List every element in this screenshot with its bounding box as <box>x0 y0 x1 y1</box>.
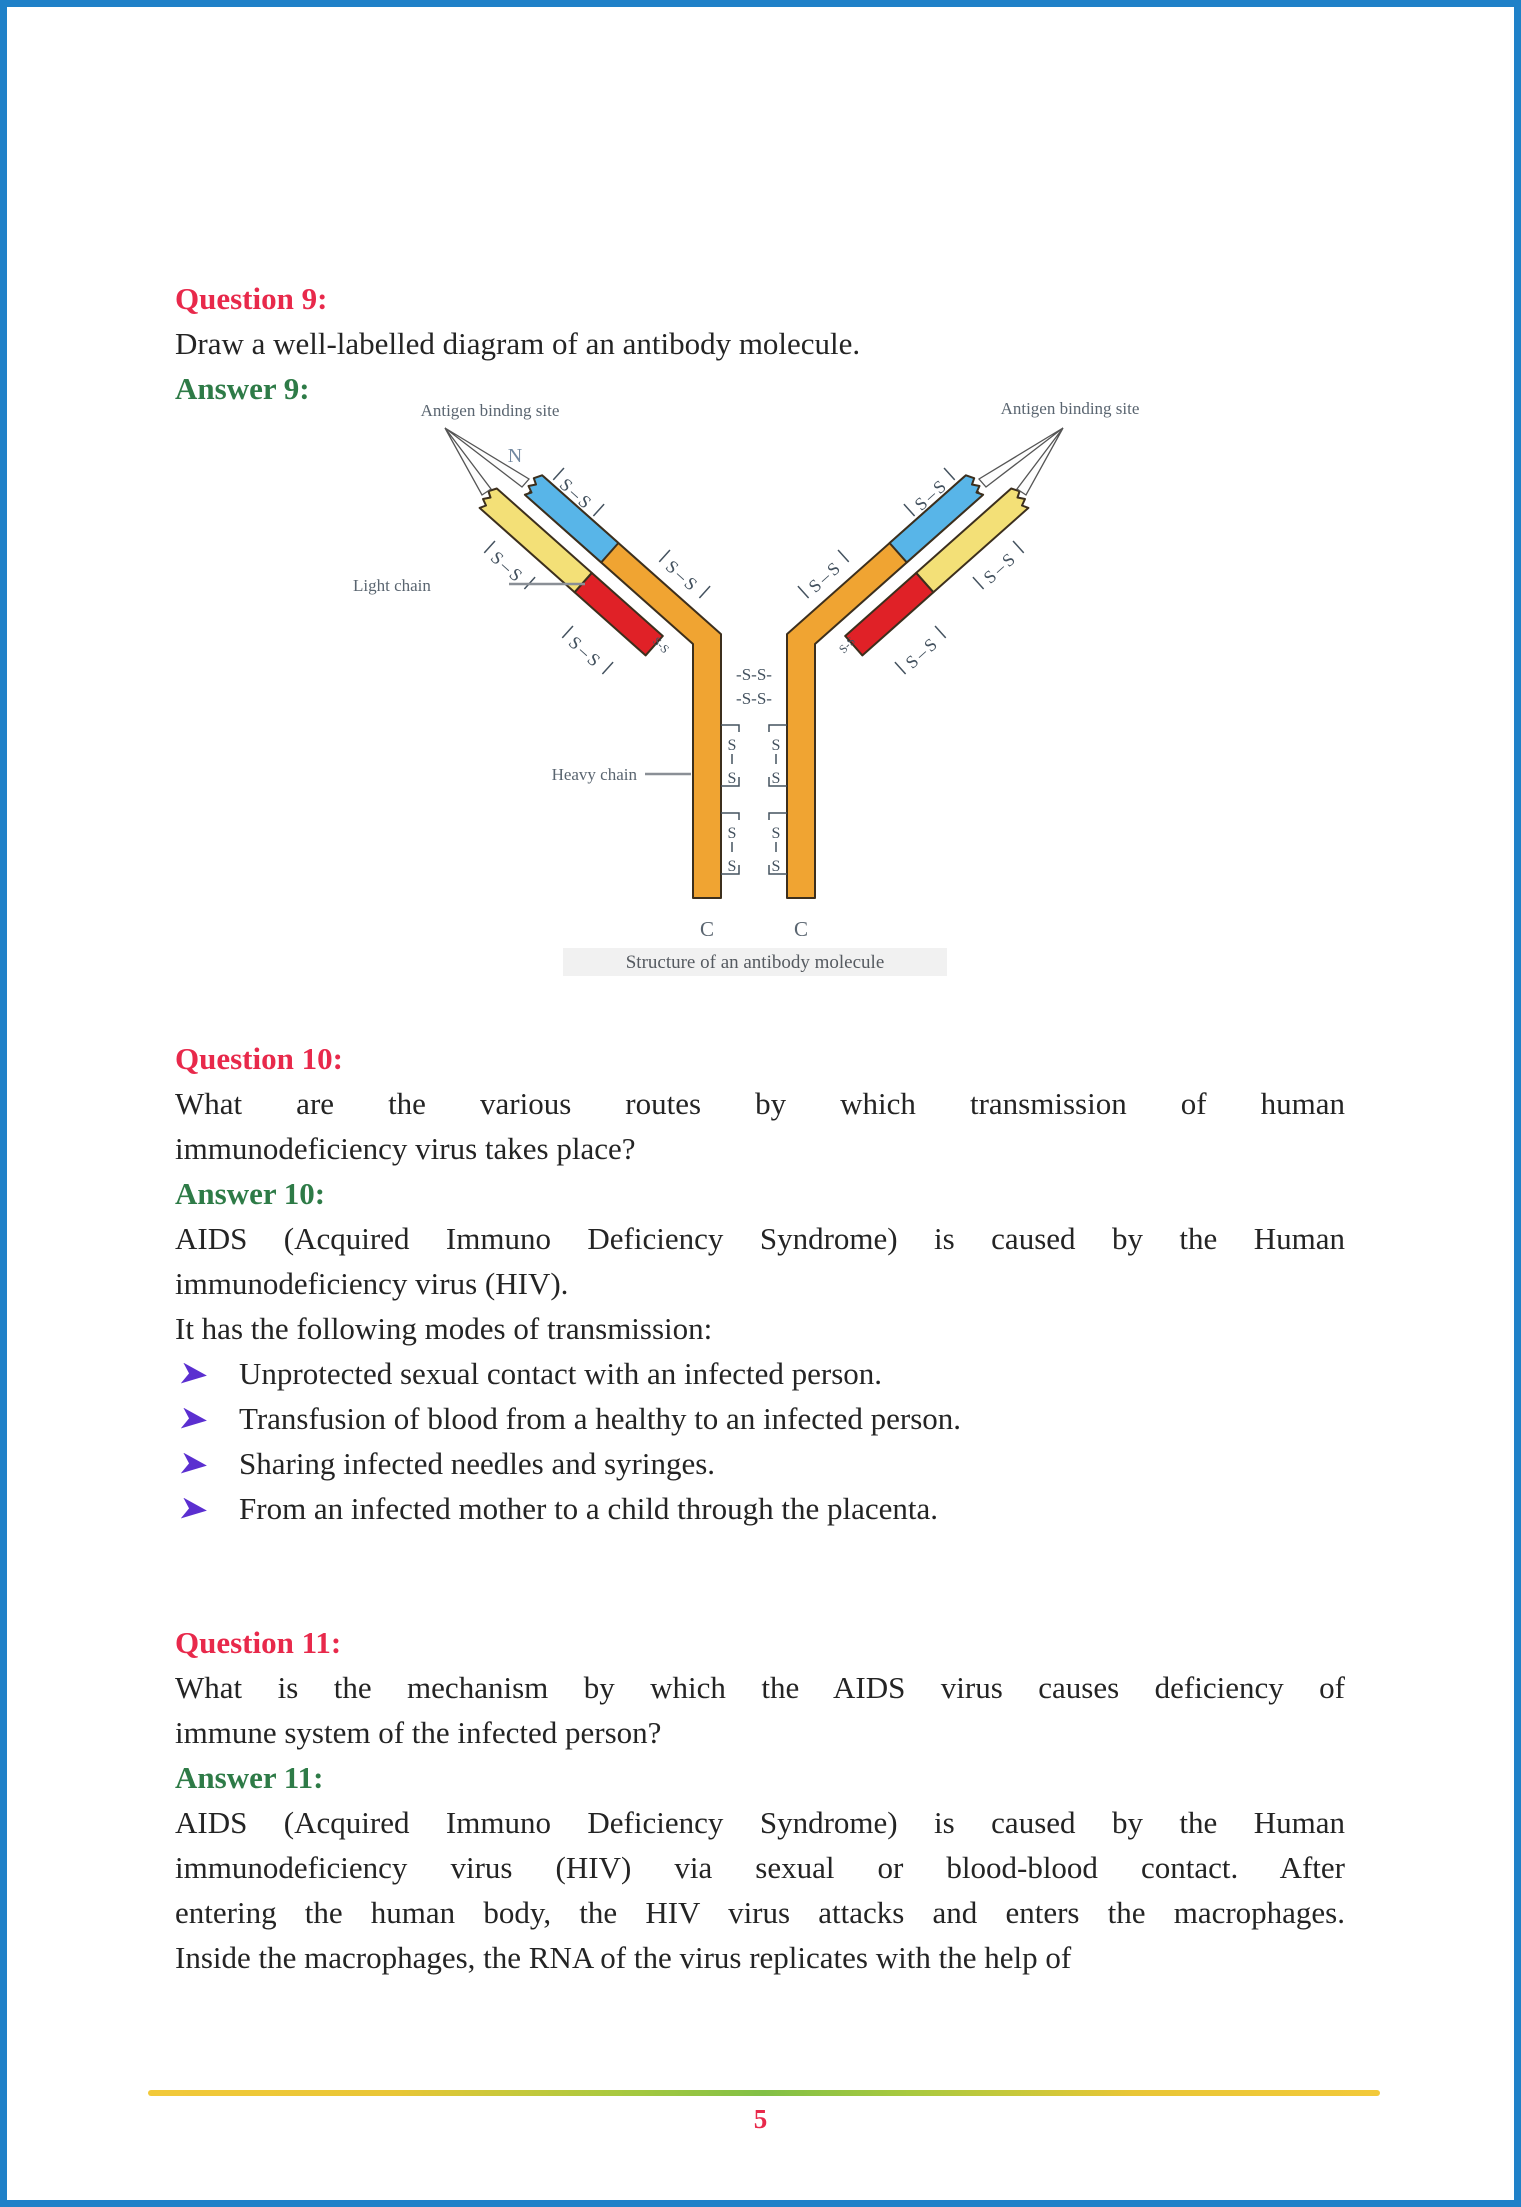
question-11-line: What is the mechanism by which the AIDS … <box>175 1670 1345 1705</box>
answer-10-label: Answer 10: <box>175 1176 326 1211</box>
answer-11-line: entering the human body, the HIV virus a… <box>175 1895 1345 1930</box>
answer-11-label: Answer 11: <box>175 1760 324 1795</box>
question-10-section: Question 10: What are the various routes… <box>175 1036 1345 1531</box>
svg-text:S–S: S–S <box>902 632 944 672</box>
question-9-section: Question 9: Draw a well-labelled diagram… <box>175 276 1345 411</box>
svg-text:S: S <box>728 825 737 842</box>
question-11-section: Question 11: What is the mechanism by wh… <box>175 1620 1345 1980</box>
bullet-text: Transfusion of blood from a healthy to a… <box>239 1401 962 1436</box>
svg-text:S: S <box>772 825 781 842</box>
light-chain-label: Light chain <box>353 576 431 595</box>
c-terminus-label-left: C <box>700 917 714 941</box>
list-item: From an infected mother to a child throu… <box>175 1486 1345 1531</box>
svg-text:S: S <box>772 737 781 754</box>
svg-text:S: S <box>728 770 737 787</box>
bullet-text: From an infected mother to a child throu… <box>239 1491 938 1526</box>
svg-text:S: S <box>728 737 737 754</box>
bullet-text: Sharing infected needles and syringes. <box>239 1446 716 1481</box>
bullet-arrow-icon <box>175 1488 239 1533</box>
answer-10-line: immunodeficiency virus (HIV). <box>175 1266 569 1301</box>
heavy-chain-variable-region <box>523 474 620 564</box>
hinge-bond: -S-S- <box>736 689 772 708</box>
question-10-label: Question 10: <box>175 1041 343 1076</box>
bullet-arrow-icon <box>175 1353 239 1398</box>
bullet-arrow-icon <box>175 1443 239 1488</box>
question-10-line: immunodeficiency virus takes place? <box>175 1131 636 1166</box>
antigen-binding-site-label-right: Antigen binding site <box>1001 399 1140 418</box>
svg-text:S: S <box>728 858 737 875</box>
light-chain-constant-region <box>573 571 664 657</box>
answer-11-line: AIDS (Acquired Immuno Deficiency Syndrom… <box>175 1805 1345 1840</box>
diagram-caption: Structure of an antibody molecule <box>626 952 885 973</box>
antibody-diagram: Antigen binding site Antigen binding sit… <box>295 388 1175 1008</box>
svg-text:S: S <box>772 858 781 875</box>
antigen-pointer-arrow <box>444 427 530 488</box>
caption-background <box>563 948 947 976</box>
svg-text:S–S: S–S <box>565 632 607 672</box>
answer-10-line: AIDS (Acquired Immuno Deficiency Syndrom… <box>175 1221 1345 1256</box>
antigen-binding-site-label-left: Antigen binding site <box>421 401 560 420</box>
n-terminus-label: N <box>508 445 522 467</box>
svg-text:S–S: S–S <box>980 547 1022 587</box>
transmission-modes-list: Unprotected sexual contact with an infec… <box>175 1351 1345 1531</box>
svg-text:S: S <box>772 770 781 787</box>
antibody-left-arm <box>444 427 722 899</box>
question-9-label: Question 9: <box>175 281 328 316</box>
answer-11-line: immunodeficiency virus (HIV) via sexual … <box>175 1850 1345 1885</box>
question-11-line: immune system of the infected person? <box>175 1715 662 1750</box>
disulfide-bond: S–S <box>894 625 947 675</box>
list-item: Transfusion of blood from a healthy to a… <box>175 1396 1345 1441</box>
bullet-text: Unprotected sexual contact with an infec… <box>239 1356 883 1391</box>
disulfide-bond: S–S <box>561 625 614 675</box>
c-terminus-label-right: C <box>794 917 808 941</box>
intra-chain-bond-letters: S S S S S S S S <box>728 737 781 875</box>
transmission-intro: It has the following modes of transmissi… <box>175 1311 713 1346</box>
question-10-line: What are the various routes by which tra… <box>175 1086 1345 1121</box>
page-number: 5 <box>753 2104 768 2134</box>
hinge-bond: -S-S- <box>736 665 772 684</box>
answer-9-label: Answer 9: <box>175 371 310 406</box>
list-item: Sharing infected needles and syringes. <box>175 1441 1345 1486</box>
antibody-diagram-svg: Antigen binding site Antigen binding sit… <box>353 399 1140 976</box>
answer-11-line: Inside the macrophages, the RNA of the v… <box>175 1940 1072 1975</box>
question-11-label: Question 11: <box>175 1625 342 1660</box>
svg-text:S–S: S–S <box>487 547 529 587</box>
list-item: Unprotected sexual contact with an infec… <box>175 1351 1345 1396</box>
bullet-arrow-icon <box>175 1398 239 1443</box>
light-chain-variable-region <box>478 487 593 594</box>
intra-chain-bonds <box>721 724 787 875</box>
heavy-chain-label: Heavy chain <box>552 765 638 784</box>
question-9-text: Draw a well-labelled diagram of an antib… <box>175 326 861 361</box>
antigen-pointer-arrow <box>444 427 492 496</box>
footer-divider-line <box>148 2090 1380 2096</box>
